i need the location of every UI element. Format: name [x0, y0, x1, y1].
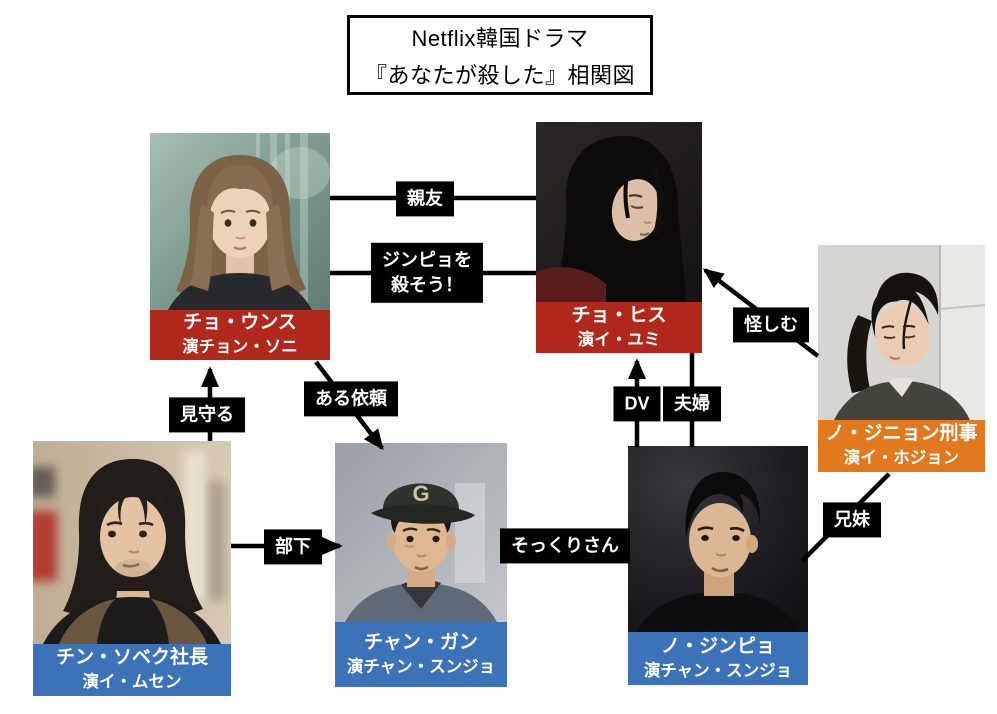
- character-name: チョ・ヒス: [571, 304, 667, 326]
- portrait-chin-sobek-illustration: [33, 441, 231, 644]
- character-actor: 演チャン・スンジョ: [346, 657, 496, 676]
- portrait-cho-eunsu-illustration: [150, 133, 330, 310]
- chart-title: Netflix韓国ドラマ 『あなたが殺した』相関図: [347, 15, 653, 95]
- character-card-no-jinpyo: ノ・ジンピョ 演チャン・スンジョ: [628, 446, 808, 685]
- name-label-chin-sobek: チン・ソベク社長 演イ・ムセン: [33, 644, 231, 696]
- relation-label-married-couple: 夫婦: [663, 386, 721, 422]
- character-card-cho-hisu: チョ・ヒス 演イ・ユミ: [536, 122, 702, 353]
- photo-cho-eunsu: [150, 133, 330, 310]
- relation-label-dv: DV: [613, 386, 661, 422]
- photo-no-jinyeon: [818, 245, 985, 420]
- portrait-chan-gan-illustration: G: [335, 443, 507, 622]
- relation-label-subordinate: 部下: [264, 529, 322, 565]
- relation-label-best-friends: 親友: [396, 181, 454, 217]
- character-card-chan-gan: G チャン・ガン 演チャン・スンジョ: [335, 443, 507, 687]
- photo-chin-sobek: [33, 441, 231, 644]
- name-label-no-jinpyo: ノ・ジンピョ 演チャン・スンジョ: [628, 632, 808, 685]
- character-actor: 演チャン・スンジョ: [643, 661, 793, 680]
- name-label-cho-hisu: チョ・ヒス 演イ・ユミ: [536, 302, 702, 353]
- character-actor: 演イ・ホジョン: [843, 449, 960, 468]
- chart-title-line1: Netflix韓国ドラマ: [411, 25, 589, 51]
- character-card-cho-eunsu: チョ・ウンス 演チョン・ソニ: [150, 133, 330, 360]
- character-name: ノ・ジニョン刑事: [825, 423, 978, 445]
- name-label-no-jinyeon: ノ・ジニョン刑事 演イ・ホジョン: [818, 420, 985, 472]
- character-actor: 演チョン・ソニ: [182, 338, 298, 357]
- relation-label-suspects: 怪しむ: [733, 307, 809, 343]
- relation-label-kill-jinpyo: ジンピョを 殺そう！: [371, 242, 483, 304]
- character-name: チョ・ウンス: [183, 312, 297, 334]
- character-actor: 演イ・ムセン: [82, 673, 182, 692]
- name-label-chan-gan: チャン・ガン 演チャン・スンジョ: [335, 622, 507, 687]
- photo-cho-hisu: [536, 122, 702, 302]
- photo-no-jinpyo: [628, 446, 808, 632]
- relation-label-lookalike: そっくりさん: [500, 528, 630, 564]
- relation-label-request: ある依頼: [304, 381, 398, 417]
- character-name: チン・ソベク社長: [55, 647, 208, 669]
- portrait-no-jinpyo-illustration: [628, 446, 808, 632]
- relation-label-watch-over: 見守る: [169, 397, 245, 433]
- character-name: ノ・ジンピョ: [660, 635, 775, 657]
- relation-label-siblings: 兄妹: [823, 502, 881, 538]
- photo-chan-gan: G: [335, 443, 507, 622]
- cap-letter: G: [412, 481, 429, 506]
- chart-title-line2: 『あなたが殺した』相関図: [364, 62, 635, 88]
- portrait-no-jinyeon-illustration: [818, 245, 985, 420]
- portrait-cho-hisu-illustration: [536, 122, 702, 302]
- character-card-chin-sobek: チン・ソベク社長 演イ・ムセン: [33, 441, 231, 696]
- character-name: チャン・ガン: [364, 631, 478, 653]
- character-actor: 演イ・ユミ: [577, 330, 661, 349]
- character-card-no-jinyeon: ノ・ジニョン刑事 演イ・ホジョン: [818, 245, 985, 472]
- name-label-cho-eunsu: チョ・ウンス 演チョン・ソニ: [150, 310, 330, 360]
